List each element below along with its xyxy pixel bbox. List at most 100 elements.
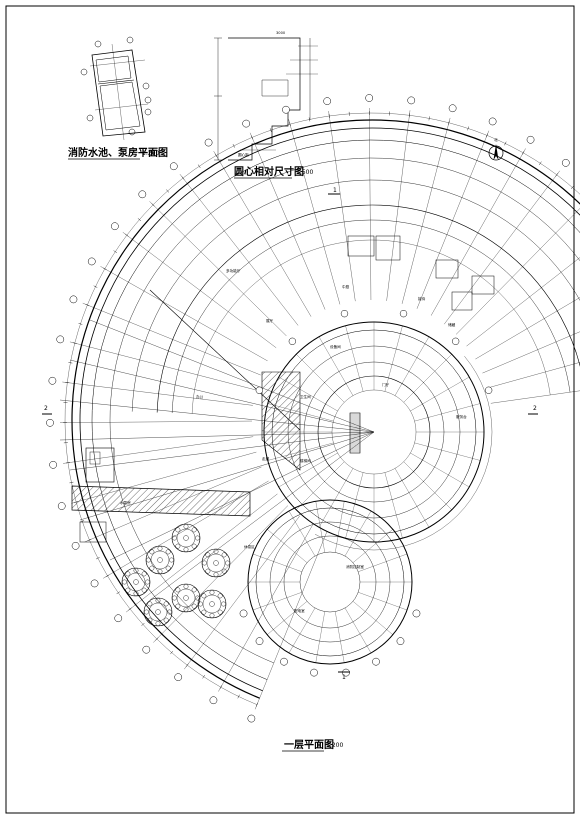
center-dims-title: 圆心相对尺寸图	[234, 165, 304, 178]
room-label: 储藏	[448, 322, 456, 327]
tree-leaf	[163, 601, 169, 607]
tree-leaf	[145, 579, 150, 585]
room-label: 走廊	[262, 456, 270, 461]
center-dims-diagram	[214, 37, 318, 161]
atrium-radial	[267, 442, 334, 461]
grid-bubble	[110, 222, 119, 231]
grid-bubble	[48, 376, 57, 385]
tree-trunk	[133, 579, 139, 585]
tree-trunk	[183, 595, 189, 601]
lower-ring-arc	[109, 410, 274, 664]
tree-leaf	[201, 609, 207, 615]
tree-planter	[171, 583, 201, 613]
grid-radial-line	[100, 266, 268, 362]
tree-leaf	[175, 603, 181, 609]
tree-leaf	[133, 568, 139, 573]
grid-radial-line	[60, 420, 253, 423]
grid-bubble	[69, 295, 78, 304]
pavilion-radial	[288, 510, 316, 557]
tree-leaf	[217, 609, 223, 615]
diagonal-wall	[149, 289, 301, 431]
tree-leaf	[191, 527, 197, 533]
tree-leaf	[147, 601, 153, 607]
grid-bubble	[169, 162, 178, 171]
atrium-radial	[414, 403, 481, 422]
room-label: 配电室	[294, 608, 305, 613]
grid-radial-line	[288, 119, 341, 305]
tree-leaf	[209, 613, 215, 618]
north-label: 北	[494, 137, 498, 142]
tree-planter	[121, 567, 151, 597]
tree-leaf	[213, 572, 219, 577]
pavilion-radial	[344, 510, 372, 557]
sight-line	[59, 399, 375, 433]
tree-planter	[197, 589, 227, 619]
tree-leaf	[221, 601, 226, 607]
tree-planter-inner	[150, 550, 170, 570]
grid-radial-line	[69, 341, 256, 391]
tree-leaf	[141, 571, 147, 577]
tree-leaf	[149, 549, 155, 555]
grid-bubble	[174, 673, 183, 682]
tree-leaf	[172, 535, 177, 541]
room-label: 办公	[196, 394, 204, 399]
room-label: 多功能厅	[226, 268, 241, 273]
atrium-radial	[410, 376, 470, 412]
pavilion-radial	[252, 592, 302, 611]
pavilion-radial	[335, 501, 345, 553]
tree-leaf	[195, 535, 200, 541]
upper-room	[451, 291, 473, 311]
atrium-radial	[318, 468, 354, 528]
pavilion-radial	[267, 529, 308, 563]
grid-bubble	[399, 309, 408, 318]
room-labels: 多功能厅展厅中庭设备间门厅卫生间办公走廊楼梯间休息区接待储藏消防控制室配电室水泵…	[120, 268, 467, 613]
tree-leaf	[183, 584, 189, 589]
tree-leaf	[191, 603, 197, 609]
atrium-radial	[410, 452, 470, 488]
left-room	[85, 447, 115, 483]
tree-planter-inner	[176, 588, 196, 608]
outer-ring-arc	[156, 204, 580, 413]
grid-bubble	[46, 418, 54, 427]
core-dim-arc	[314, 356, 493, 551]
tree-leaf	[165, 549, 171, 555]
tree-leaf	[221, 568, 227, 574]
upper-room	[435, 259, 459, 279]
atrium-radial	[394, 468, 430, 528]
sight-line	[89, 319, 375, 433]
grid-bubble	[90, 579, 99, 588]
fire-pool-scale: 1:200	[142, 150, 159, 157]
section-mark-right: 2	[533, 405, 537, 412]
floor-plan-scale: 1:200	[326, 742, 343, 749]
grid-radial-line	[254, 531, 328, 710]
tree-leaf	[133, 591, 139, 596]
pavilion-radial	[358, 592, 408, 611]
atrium-radial	[296, 461, 345, 510]
svg-text:3000: 3000	[276, 31, 286, 35]
grid-radial-line	[487, 362, 580, 389]
grid-radial-line	[456, 208, 580, 335]
tree-leaf	[122, 579, 127, 585]
tree-trunk	[155, 609, 161, 615]
sight-line	[59, 431, 375, 441]
grid-bubble	[71, 541, 80, 550]
grid-radial-line	[386, 110, 411, 301]
lower-ring-arc	[71, 409, 260, 699]
tree-leaf	[141, 587, 147, 593]
atrium-radial	[318, 336, 354, 396]
pavilion-radial	[252, 553, 302, 572]
grid-radial-line	[218, 524, 314, 692]
tree-leaf	[202, 560, 207, 566]
room-label: 门厅	[382, 382, 390, 387]
atrium-radial	[384, 472, 403, 539]
tree-planter-inner	[206, 553, 226, 573]
grid-bubble	[448, 104, 457, 113]
tree-leaf	[125, 587, 131, 593]
tree-leaf	[163, 617, 169, 623]
grid-radial-line	[249, 132, 326, 310]
room-label: 消防控制室	[346, 564, 364, 569]
sight-line	[79, 431, 375, 521]
grid-bubble	[372, 657, 380, 666]
room-label: 接待	[418, 296, 426, 301]
